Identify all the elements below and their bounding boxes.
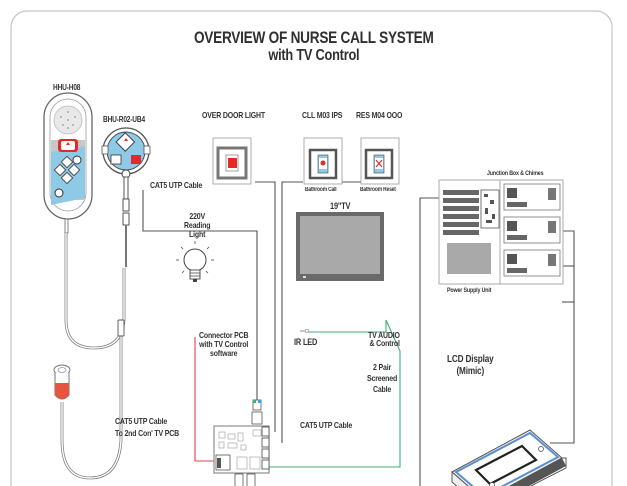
- connector-pcb-label: Connector PCB with TV Control software: [199, 330, 249, 358]
- connector-pcb: [213, 399, 270, 486]
- cat5-out-line1: CAT5 UTP Cable: [115, 416, 168, 426]
- power-supply-label: Power Supply Unit: [447, 287, 492, 294]
- bathroom-reset-switch: [360, 137, 400, 185]
- wire-bathroom-call: [281, 181, 303, 443]
- wire-cat5-bhu: [142, 190, 258, 402]
- wire-reading-light: [194, 337, 215, 462]
- reading-light-line3: Light: [189, 229, 206, 239]
- ir-led-label: IR LED: [294, 337, 318, 347]
- connector-pcb-line3: software: [210, 348, 238, 358]
- tv-audio-label: TV AUDIO & Control: [368, 330, 400, 348]
- lcd-display-line1: LCD Display: [447, 354, 494, 365]
- junction-box: [438, 179, 564, 285]
- screened-line3: Cable: [372, 384, 392, 394]
- screened-cable-label: 2 Pair Screened Cable: [367, 362, 397, 395]
- handset-hhu-h08: [43, 92, 126, 350]
- handset-label: HHU-H08: [53, 83, 81, 92]
- tv-audio-line1: TV AUDIO: [368, 330, 400, 340]
- wire-screened-cable: [268, 319, 401, 468]
- pear-push-button: [53, 319, 125, 480]
- reading-light-line2: Reading: [184, 220, 211, 230]
- lcd-display-line2: (Mimic): [456, 366, 485, 377]
- over-door-light: [212, 137, 252, 185]
- tv-19-inch: [296, 212, 384, 334]
- tv-audio-line2: & Control: [369, 338, 400, 348]
- lcd-display-mimic: [451, 429, 567, 486]
- bathroom-call-switch: [303, 137, 343, 185]
- reading-light-bulb-icon: [176, 241, 214, 282]
- bathroom-reset-label: RES M04 OOO: [356, 110, 403, 120]
- lcd-display-label: LCD Display (Mimic): [447, 354, 494, 378]
- reading-light-label: 220V Reading Light: [184, 211, 211, 239]
- cable-label-cat5-top: CAT5 UTP Cable: [150, 180, 203, 190]
- chime-module-2: [503, 216, 561, 244]
- chime-module-1: [503, 183, 561, 211]
- tv-label: 19"TV: [330, 201, 351, 211]
- bathroom-reset-caption: Bathroom Reset: [360, 187, 396, 193]
- cable-label-cat5-bottom: CAT5 UTP Cable: [300, 420, 353, 430]
- diagram-subtitle: with TV Control: [268, 47, 359, 64]
- bathroom-call-caption: Bathroom Call: [305, 187, 337, 193]
- bed-unit-bhu-r02-ub4: [101, 127, 151, 267]
- connector-pcb-line2: with TV Control: [199, 339, 249, 349]
- wire-junction-lcd: [550, 230, 575, 444]
- reading-light-line1: 220V: [189, 211, 205, 221]
- over-door-light-label: OVER DOOR LIGHT: [202, 110, 265, 120]
- chime-module-3: [503, 249, 561, 277]
- connector-pcb-line1: Connector PCB: [199, 330, 249, 340]
- bed-unit-label: BHU-R02-UB4: [103, 115, 145, 124]
- bathroom-call-label: CLL M03 IPS: [302, 110, 343, 120]
- wiring: [142, 181, 575, 486]
- screened-line1: 2 Pair: [373, 362, 392, 372]
- screened-line2: Screened: [367, 373, 398, 383]
- diagram-title: OVERVIEW OF NURSE CALL SYSTEM: [193, 28, 434, 47]
- junction-box-label: Junction Box & Chimes: [487, 170, 544, 177]
- wire-over-door-light: [255, 181, 276, 432]
- cable-label-cat5-out: CAT5 UTP Cable To 2nd Con' TV PCB: [115, 415, 179, 439]
- wire-cat5-junction: [419, 197, 468, 486]
- cat5-out-line2: To 2nd Con' TV PCB: [115, 428, 180, 438]
